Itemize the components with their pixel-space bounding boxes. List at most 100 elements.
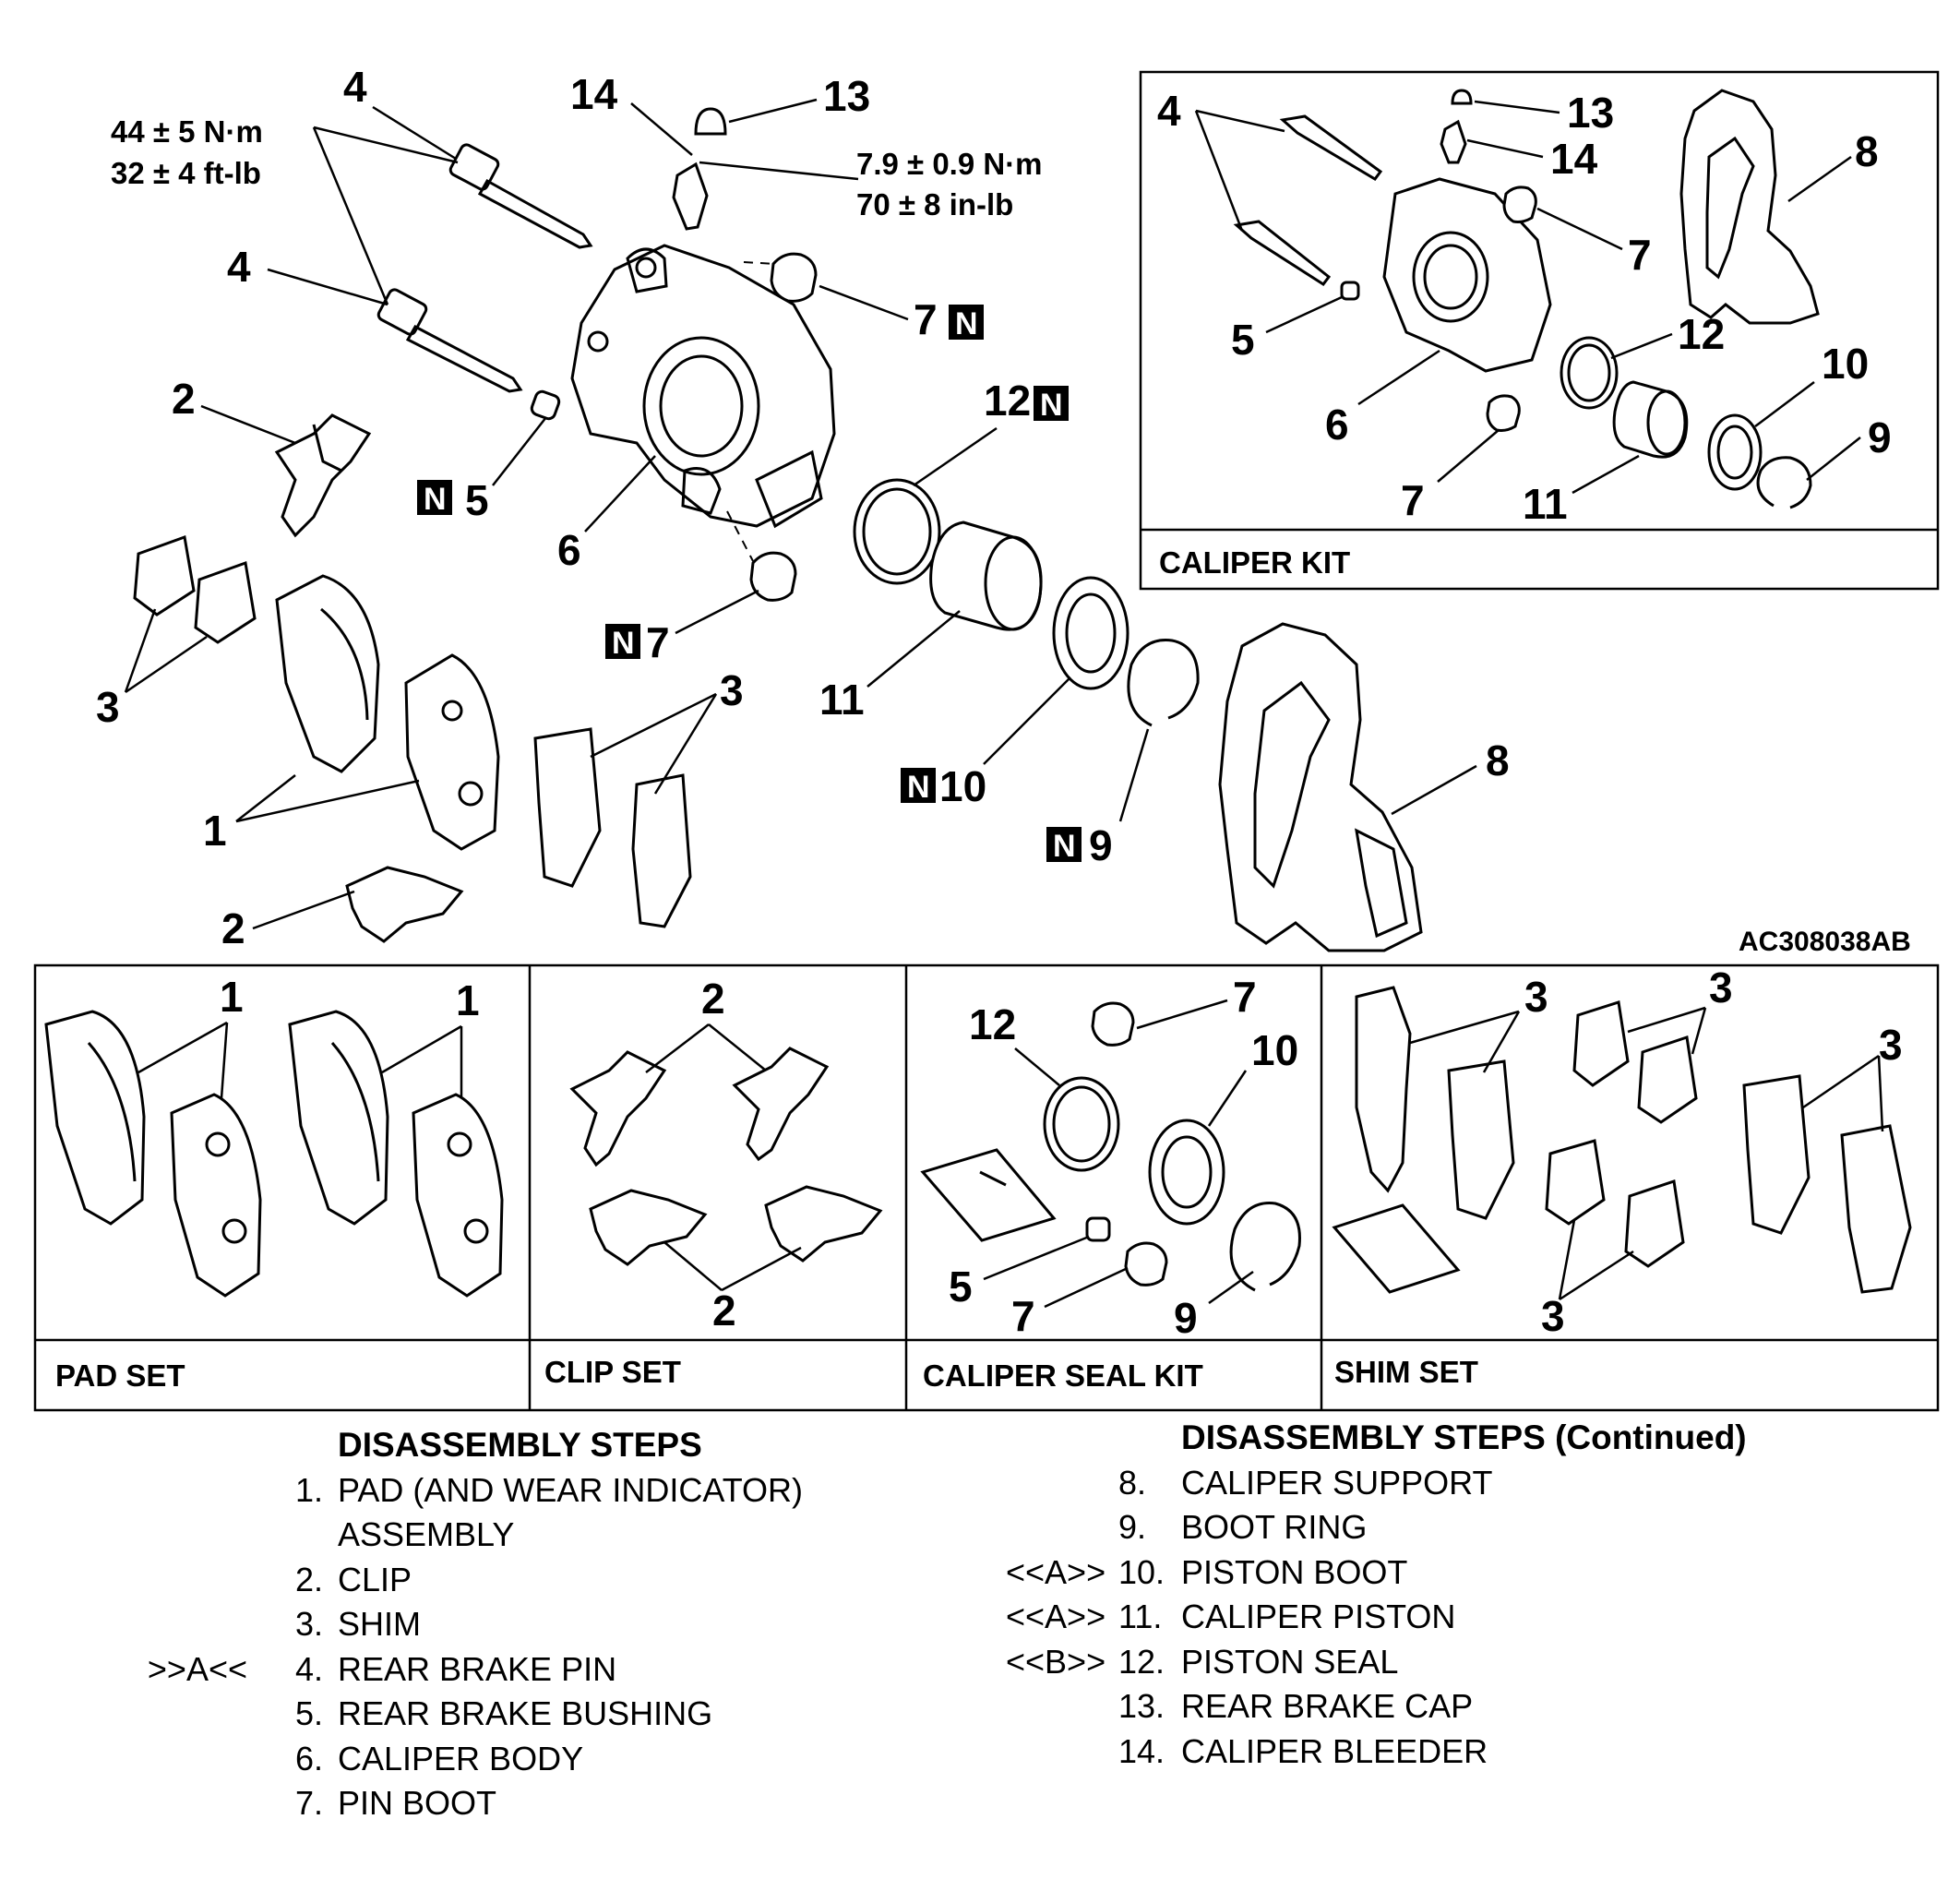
step-row: <<A>>10.PISTON BOOT xyxy=(1006,1550,1938,1596)
caliper-exploded-diagram: 44 ± 5 N·m 32 ± 4 ft-lb 7.9 ± 0.9 N·m 70… xyxy=(33,63,1940,1412)
callout-2-clipset-top: 2 xyxy=(701,975,725,1023)
step-reference-mark xyxy=(109,1558,258,1603)
callout-14-kit: 14 xyxy=(1550,135,1598,183)
kit-bleeder xyxy=(1440,119,1467,164)
torque-pin-nm: 44 ± 5 N·m xyxy=(111,114,263,149)
step-text: CALIPER SUPPORT xyxy=(1181,1463,1493,1502)
step-text: PISTON SEAL xyxy=(1181,1642,1399,1681)
callout-7-kit-lower: 7 xyxy=(1401,476,1425,524)
kit-caliper-piston xyxy=(1612,380,1689,459)
step-row: ASSEMBLY xyxy=(109,1513,847,1558)
pad-main-inner xyxy=(404,653,500,851)
step-row: 14.CALIPER BLEEDER xyxy=(1107,1729,1938,1775)
n-mark-5-text: N xyxy=(424,482,447,517)
step-row: 13.REAR BRAKE CAP xyxy=(1107,1684,1938,1729)
step-number: 8. xyxy=(1118,1463,1147,1502)
seal-kit-piston-seal xyxy=(1043,1076,1120,1172)
step-number: 2. xyxy=(294,1560,323,1598)
pin-boot-lower xyxy=(749,551,797,602)
callout-6-kit: 6 xyxy=(1325,401,1349,449)
step-number: 11. xyxy=(1118,1598,1163,1635)
shim-set-shim-3 xyxy=(1572,1000,1698,1124)
step-number: 10. xyxy=(1118,1552,1165,1591)
seal-kit-boot-ring xyxy=(1229,1202,1301,1292)
step-reference-mark: <<A>> xyxy=(1006,1598,1106,1635)
clip-lower xyxy=(345,866,464,943)
step-number xyxy=(258,1513,338,1558)
callout-12-kit: 12 xyxy=(1678,310,1725,358)
callout-9-sealkit: 9 xyxy=(1174,1294,1198,1342)
callout-7-sealkit-lower: 7 xyxy=(1011,1292,1035,1340)
torque-bleeder-inlb: 70 ± 8 in-lb xyxy=(856,187,1013,221)
callout-2-main-lower: 2 xyxy=(221,904,245,952)
callout-5-sealkit: 5 xyxy=(949,1263,973,1311)
step-reference-mark xyxy=(109,1602,258,1647)
callout-3-shimset-left: 3 xyxy=(1524,973,1548,1021)
step-row: 3.SHIM xyxy=(109,1602,847,1647)
callout-12-sealkit: 12 xyxy=(969,1000,1016,1048)
kit-caliper-support xyxy=(1679,89,1820,325)
clip-set-clip-3 xyxy=(589,1189,708,1266)
shim-set-shim-4 xyxy=(1545,1139,1685,1268)
step-text: PISTON BOOT xyxy=(1181,1552,1408,1591)
kit-caliper-body xyxy=(1382,177,1552,373)
shim-set-label: SHIM SET xyxy=(1334,1355,1478,1389)
step-reference-mark xyxy=(109,1781,258,1826)
callout-1-padset-right: 1 xyxy=(456,976,480,1024)
step-reference-mark xyxy=(109,1737,258,1782)
kits-panel-frame xyxy=(33,963,1940,1412)
step-reference-mark xyxy=(1006,1729,1017,1775)
clip-set-clip-2 xyxy=(732,1047,830,1162)
clip-upper xyxy=(274,413,372,538)
step-number: 13. xyxy=(1118,1687,1165,1725)
step-text: CALIPER BLEEDER xyxy=(1181,1731,1488,1770)
step-reference-mark xyxy=(1006,1684,1017,1729)
step-row: <<A>>11.CALIPER PISTON xyxy=(1006,1595,1938,1640)
callout-2-main-upper: 2 xyxy=(172,375,196,423)
callout-7-sealkit-upper: 7 xyxy=(1233,973,1257,1021)
step-number: 3. xyxy=(294,1605,323,1643)
caliper-kit-label: CALIPER KIT xyxy=(1159,545,1350,580)
figure-code: AC308038AB xyxy=(1739,927,1911,957)
n-mark-9 xyxy=(1046,827,1082,862)
steps-right: DISASSEMBLY STEPS (Continued) 8.CALIPER … xyxy=(1006,1416,1938,1775)
pad-set-pad-1 xyxy=(44,1010,146,1226)
step-row: 9.BOOT RING xyxy=(1107,1505,1938,1550)
seal-kit-pin-boot-lower xyxy=(1124,1241,1168,1287)
step-text: ASSEMBLY xyxy=(338,1515,515,1553)
shim-set-shim-5 xyxy=(1742,1074,1912,1294)
step-number: 9. xyxy=(1118,1508,1147,1546)
callout-5-kit: 5 xyxy=(1231,316,1255,364)
torque-bleeder-nm: 7.9 ± 0.9 N·m xyxy=(856,147,1043,181)
callout-8-main: 8 xyxy=(1486,736,1510,784)
steps-left: DISASSEMBLY STEPS 1.PAD (AND WEAR INDICA… xyxy=(109,1423,847,1826)
callout-7-main-lower: 7 xyxy=(646,618,670,666)
callout-4-mid: 4 xyxy=(227,243,251,291)
step-row: 2. CLIP xyxy=(109,1558,847,1603)
step-number: 6. xyxy=(294,1739,323,1777)
rear-brake-bushing xyxy=(530,389,561,421)
caliper-body xyxy=(570,244,836,529)
caliper-piston xyxy=(929,521,1043,631)
step-row: 7.PIN BOOT xyxy=(109,1781,847,1826)
pad-set-pad-2 xyxy=(170,1093,262,1298)
piston-boot xyxy=(1052,576,1129,690)
callout-3-main-right: 3 xyxy=(720,666,744,714)
step-number: 1. xyxy=(294,1470,323,1509)
step-text: PIN BOOT xyxy=(338,1784,497,1822)
step-reference-mark xyxy=(109,1468,258,1514)
step-reference-mark xyxy=(109,1692,258,1737)
step-row: 5.REAR BRAKE BUSHING xyxy=(109,1692,847,1737)
seal-kit-bushing xyxy=(1085,1216,1111,1242)
rear-brake-cap xyxy=(694,107,727,136)
step-row: 8. CALIPER SUPPORT xyxy=(1107,1461,1938,1506)
callout-10-sealkit: 10 xyxy=(1251,1026,1298,1074)
n-mark-10 xyxy=(901,768,936,803)
step-row: 6.CALIPER BODY xyxy=(109,1737,847,1782)
step-text: CLIP xyxy=(338,1560,412,1598)
caliper-bleeder xyxy=(672,162,709,231)
callout-9-kit: 9 xyxy=(1868,413,1892,461)
piston-seal xyxy=(853,478,941,585)
callout-8-kit: 8 xyxy=(1855,127,1879,175)
pin-boot-upper xyxy=(770,252,818,303)
